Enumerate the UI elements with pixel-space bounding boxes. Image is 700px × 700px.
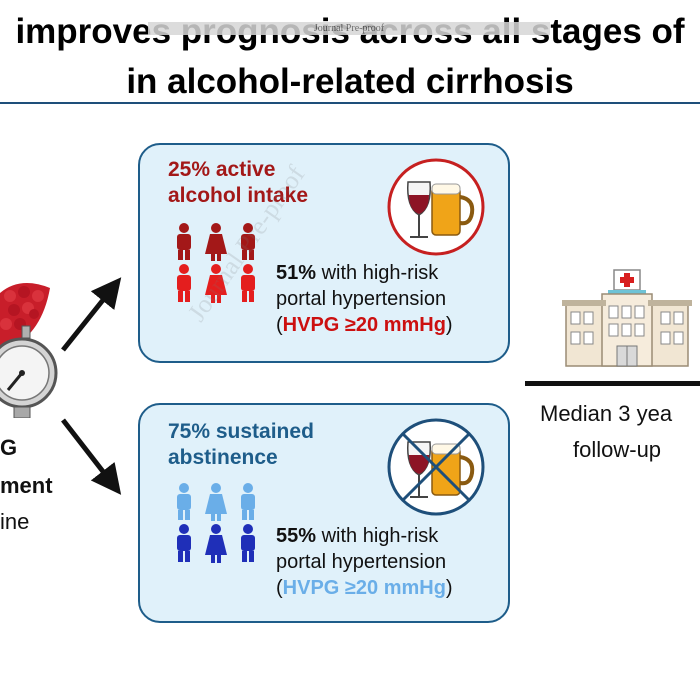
abstinence-panel: 75% sustained abstinence [138,403,510,623]
abstinence-stat-text: 55% with high-risk portal hypertension (… [276,525,453,599]
left-label-line-1: G [0,435,18,460]
crossed-wine-beer-icon [387,418,485,516]
followup-line-2: follow-up [573,437,662,462]
pressure-gauge-icon [0,325,58,418]
left-label-line-3: ine [0,509,30,534]
header-divider [0,102,700,104]
wine-beer-icon [387,158,485,256]
person-icon [241,483,255,520]
person-icon [205,524,227,563]
split-arrows [61,277,122,495]
title-line-2: in alcohol-related cirrhosis [126,62,574,101]
arrow-icon-up [61,277,122,352]
active-stat-value: 51% [276,262,317,284]
active-alcohol-heading: 25% active alcohol intake [168,158,309,207]
people-group-active [177,223,255,303]
person-icon [177,223,191,260]
active-stat-text: 51% with high-risk portal hypertension (… [276,262,453,336]
abstinence-hvpg: HVPG ≥20 mmHg [282,577,446,599]
left-label-line-2: ment [0,473,53,498]
liver-gauge-graphic [0,283,58,418]
people-group-abstinent [177,483,255,563]
hospital-icon [562,269,692,367]
person-icon [177,524,191,562]
person-icon [177,483,191,520]
person-icon [205,264,227,303]
journal-watermark-bar: Journal Pre-proof [148,22,550,35]
abstinence-stat-value: 55% [276,525,317,547]
person-icon [205,483,227,521]
person-icon [205,223,227,261]
timeline-bar [525,381,700,386]
active-alcohol-panel: 25% active alcohol intake 51% wi [138,143,510,363]
person-icon [177,264,191,302]
person-icon [241,223,255,260]
liver-icon [0,283,50,348]
arrow-icon-down [61,418,122,495]
active-hvpg: HVPG ≥20 mmHg [282,314,446,336]
followup-line-1: Median 3 yea [540,401,673,426]
person-icon [241,264,255,302]
abstinence-heading: 75% sustained abstinence [168,420,314,469]
person-icon [241,524,255,562]
